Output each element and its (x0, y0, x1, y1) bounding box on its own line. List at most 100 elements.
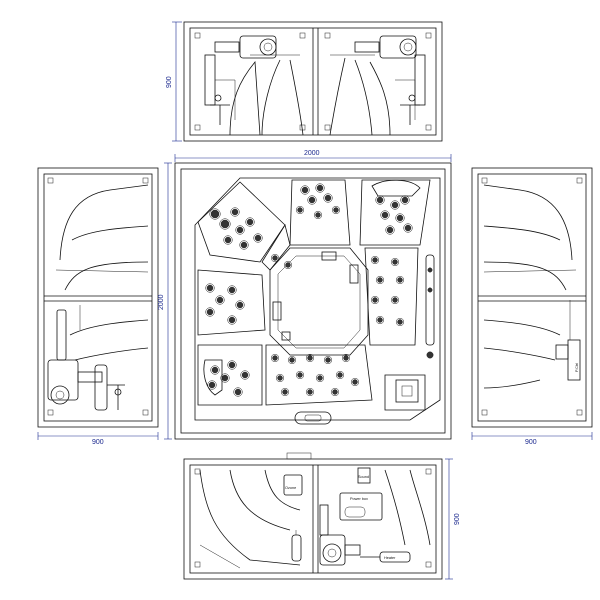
jet-ring (220, 373, 230, 383)
jet-nozzle (285, 262, 291, 268)
jet-nozzle (272, 255, 278, 261)
jet-nozzle (206, 308, 214, 316)
jet-ring (390, 257, 400, 267)
label-control: P.Ctrl (575, 363, 579, 372)
jet-ring (275, 373, 285, 383)
jet-ring (313, 210, 323, 220)
left-side-view (37, 167, 159, 440)
jet-ring (233, 387, 243, 397)
jet-nozzle (396, 214, 404, 222)
jet-ring (219, 218, 231, 230)
jet-nozzle (352, 379, 358, 385)
jet-nozzle (301, 186, 309, 194)
jet-ring (227, 360, 237, 370)
jet-ring (235, 300, 245, 310)
jet-nozzle (246, 218, 254, 226)
jet-nozzle (224, 236, 232, 244)
jet-ring (370, 295, 380, 305)
jet-nozzle (206, 284, 214, 292)
jet-nozzle (216, 296, 224, 304)
jet-ring (323, 355, 333, 365)
jet-nozzle (220, 219, 230, 229)
jet-nozzle (377, 277, 383, 283)
jet-nozzle (236, 301, 244, 309)
jet-ring (305, 387, 315, 397)
jet-ring (239, 240, 249, 250)
jet-ring (403, 223, 413, 233)
jet-ring (395, 213, 405, 223)
jet-ring (235, 225, 245, 235)
jet-ring (400, 195, 410, 205)
jet-nozzle (381, 211, 389, 219)
jet-ring (209, 208, 221, 220)
jet-ring (335, 370, 345, 380)
jet-ring (253, 233, 263, 243)
label-speaker: Sound (358, 475, 369, 479)
jet-ring (270, 353, 280, 363)
jet-nozzle (397, 319, 403, 325)
jet-nozzle (404, 224, 412, 232)
jet-ring (215, 295, 225, 305)
jet-ring (270, 253, 280, 263)
jet-ring (227, 315, 237, 325)
jet-ring (223, 235, 233, 245)
jet-ring (307, 195, 317, 205)
jet-ring (280, 387, 290, 397)
jet-nozzle (315, 212, 321, 218)
jet-nozzle (241, 371, 249, 379)
jet-ring (315, 183, 325, 193)
jet-ring (305, 353, 315, 363)
jet-ring (331, 205, 341, 215)
jet-ring (295, 370, 305, 380)
jet-ring (390, 200, 400, 210)
jet-ring (370, 255, 380, 265)
jet-nozzle (337, 372, 343, 378)
jet-ring (390, 295, 400, 305)
jet-nozzle (372, 257, 378, 263)
jet-nozzle (231, 208, 239, 216)
jet-ring (295, 205, 305, 215)
jet-ring (375, 195, 385, 205)
jet-nozzle (211, 366, 219, 374)
jet-nozzle (392, 297, 398, 303)
dim-right-view-width: 900 (525, 439, 537, 446)
top-elevation-view (172, 21, 443, 142)
jet-nozzle (377, 317, 383, 323)
jet-nozzle (297, 372, 303, 378)
jet-ring (395, 317, 405, 327)
jet-nozzle (240, 241, 248, 249)
jet-nozzle (307, 355, 313, 361)
label-ozone: Ozone (285, 486, 296, 490)
jet-nozzle (277, 375, 283, 381)
jet-nozzle (307, 389, 313, 395)
jet-nozzle (297, 207, 303, 213)
jet-ring (323, 193, 333, 203)
jet-ring (230, 207, 240, 217)
jet-ring (210, 365, 220, 375)
jet-nozzle (401, 196, 409, 204)
jet-nozzle (325, 357, 331, 363)
jet-ring (385, 225, 395, 235)
dim-plan-width: 2000 (304, 150, 320, 157)
jet-ring (375, 275, 385, 285)
label-power-box: Power box (350, 497, 368, 501)
jet-ring (330, 387, 340, 397)
jet-nozzle (228, 316, 236, 324)
dim-bottom-height: 900 (454, 513, 461, 525)
jet-ring (240, 370, 250, 380)
jet-ring (380, 210, 390, 220)
dim-plan-height: 2000 (158, 294, 165, 310)
jet-nozzle (208, 381, 216, 389)
jet-nozzle (376, 196, 384, 204)
jet-ring (395, 275, 405, 285)
jet-nozzle (228, 361, 236, 369)
jet-nozzle (308, 196, 316, 204)
jet-nozzle (228, 286, 236, 294)
jet-ring (300, 185, 310, 195)
jet-nozzle (234, 388, 242, 396)
jet-ring (207, 380, 217, 390)
jet-nozzle (333, 207, 339, 213)
jet-ring (227, 285, 237, 295)
